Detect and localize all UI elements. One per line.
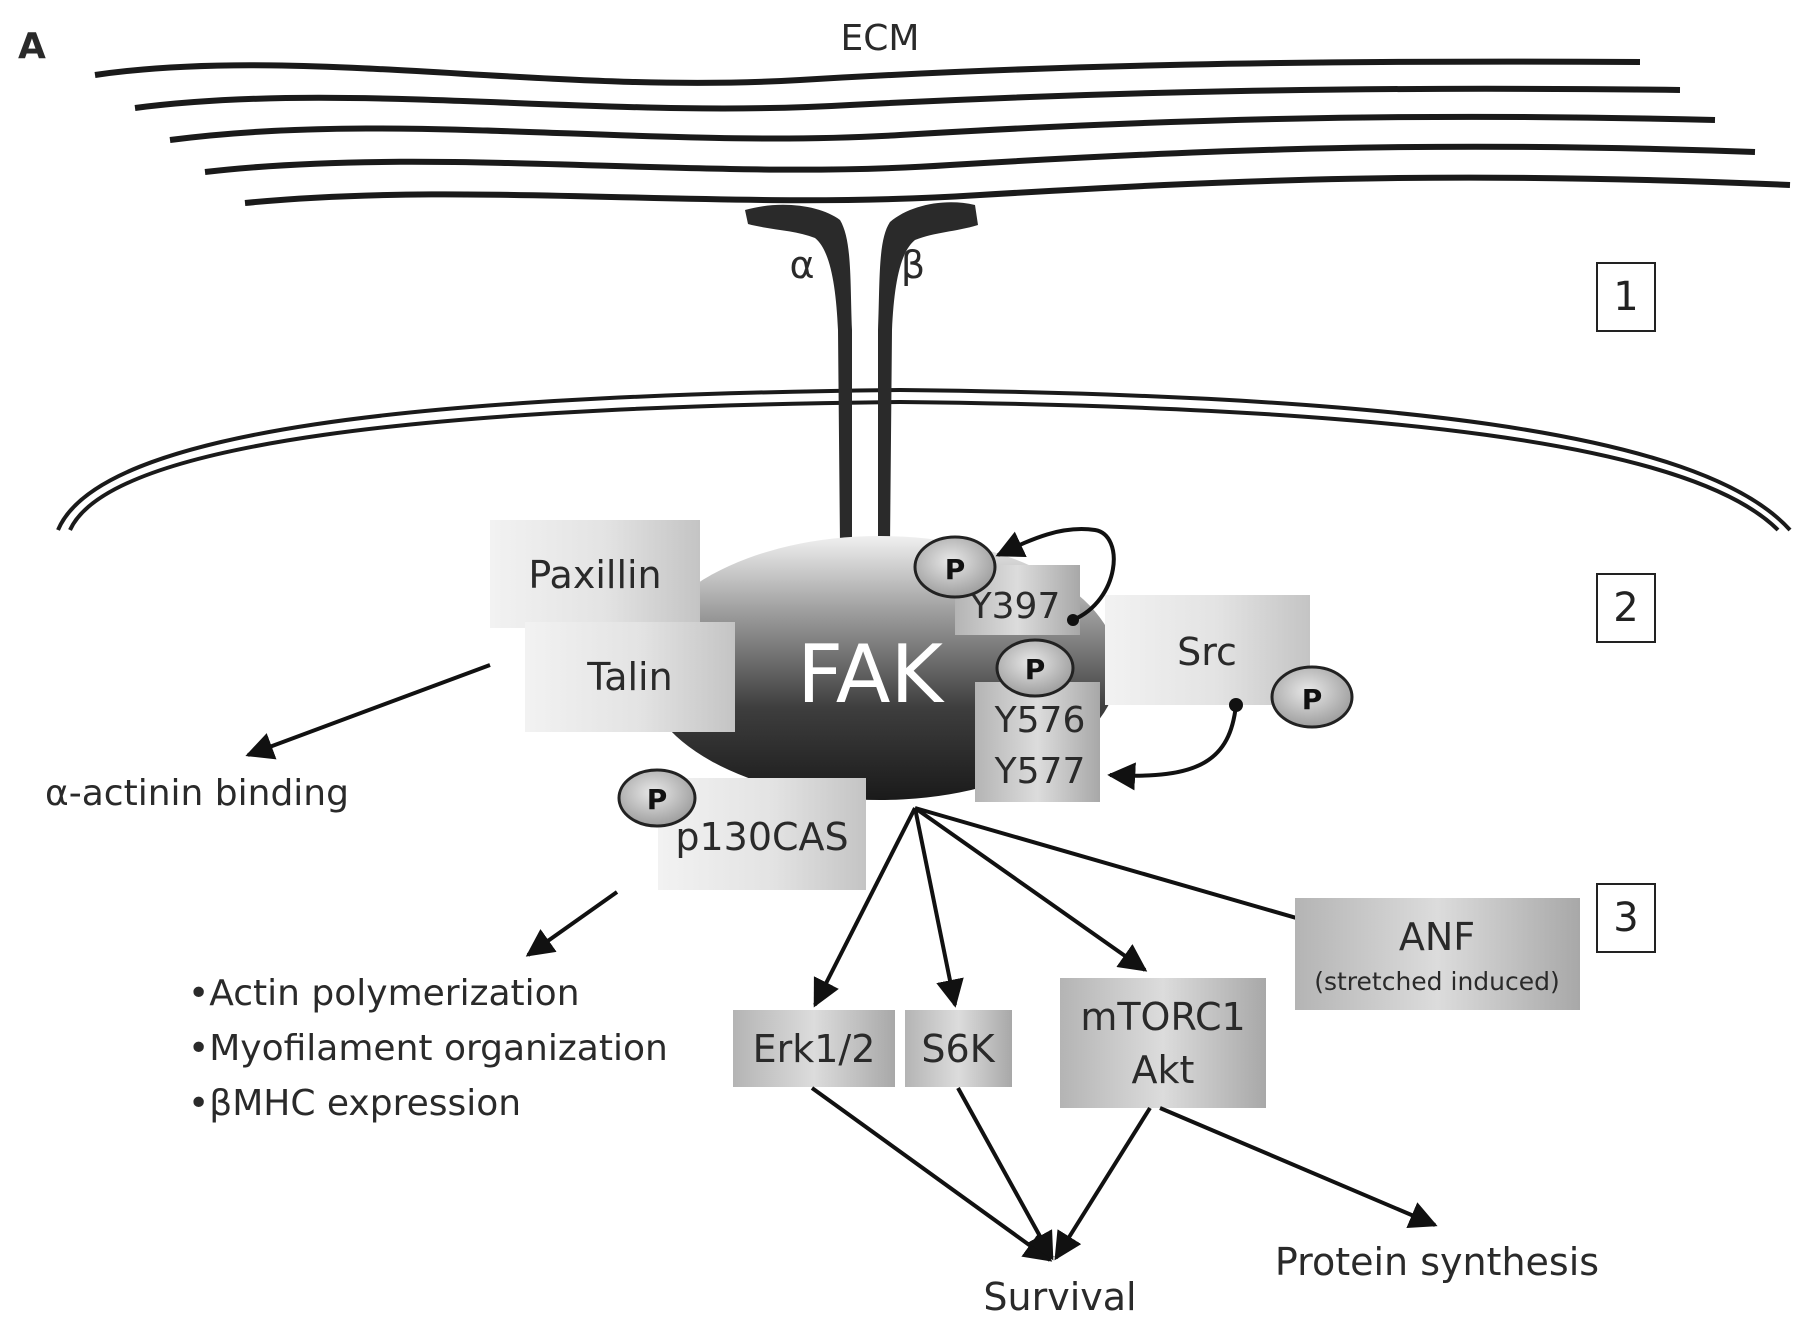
- phosphate-p130cas: P: [617, 768, 697, 828]
- paxillin-box: [490, 520, 700, 628]
- fak-label: FAK: [797, 628, 945, 721]
- src-phosphorylation-arrow: [1107, 704, 1238, 791]
- s6k-label: S6K: [921, 1027, 995, 1071]
- y397-label: Y397: [969, 586, 1061, 627]
- svg-text:P: P: [1302, 683, 1323, 716]
- bullet-myofilament: •Myofilament organization: [188, 1028, 668, 1069]
- svg-text:P: P: [647, 783, 668, 816]
- fak-downstream-arrows: [813, 806, 1348, 1008]
- section-number-3: 3: [1596, 883, 1656, 953]
- protein-synthesis-label: Protein synthesis: [1275, 1240, 1599, 1284]
- erk-label: Erk1/2: [753, 1027, 876, 1071]
- y576-label: Y576: [994, 700, 1086, 741]
- akt-label: Akt: [1132, 1048, 1195, 1092]
- src-label: Src: [1177, 630, 1237, 674]
- anf-note: (stretched induced): [1314, 967, 1560, 996]
- integrin-beta-label: β: [901, 243, 925, 287]
- talin-box: [525, 622, 735, 732]
- actinin-label: α-actinin binding: [45, 773, 349, 814]
- ecm-fibers: [94, 58, 1791, 206]
- section-number-2: 2: [1596, 573, 1656, 643]
- svg-text:P: P: [1025, 653, 1046, 686]
- anf-box: [1295, 898, 1580, 1010]
- src-dot: [1229, 698, 1243, 712]
- integrin-alpha-label: α: [789, 243, 814, 287]
- outcome-arrows: [810, 1086, 1438, 1262]
- survival-label: Survival: [983, 1275, 1136, 1319]
- cell-membrane: [56, 387, 1792, 532]
- panel-letter: A: [18, 26, 46, 67]
- section-number-1: 1: [1596, 262, 1656, 332]
- actinin-arrow: [245, 663, 491, 760]
- p130cas-arrow: [525, 890, 619, 957]
- anf-label: ANF: [1399, 915, 1475, 959]
- phosphate-y576: P: [995, 638, 1075, 698]
- y397-dot: [1067, 614, 1079, 626]
- y576-y577-box: [975, 682, 1100, 802]
- bullet-actin: •Actin polymerization: [188, 973, 580, 1014]
- s6k-box: [905, 1010, 1012, 1087]
- p130cas-label: p130CAS: [675, 815, 848, 859]
- phosphate-src: P: [1270, 665, 1354, 729]
- ecm-label: ECM: [841, 18, 920, 59]
- phosphate-y397: P: [913, 535, 997, 599]
- mtorc1-akt-box: [1060, 978, 1266, 1108]
- talin-label: Talin: [586, 655, 672, 699]
- autophosphorylation-arrow: [995, 527, 1116, 622]
- bullet-bmhc: •βMHC expression: [188, 1083, 521, 1124]
- erk-box: [733, 1010, 895, 1087]
- svg-text:P: P: [945, 553, 966, 586]
- integrin-receptor: [745, 202, 978, 545]
- y577-label: Y577: [994, 751, 1086, 792]
- mtorc1-label: mTORC1: [1080, 995, 1245, 1039]
- paxillin-label: Paxillin: [528, 553, 661, 597]
